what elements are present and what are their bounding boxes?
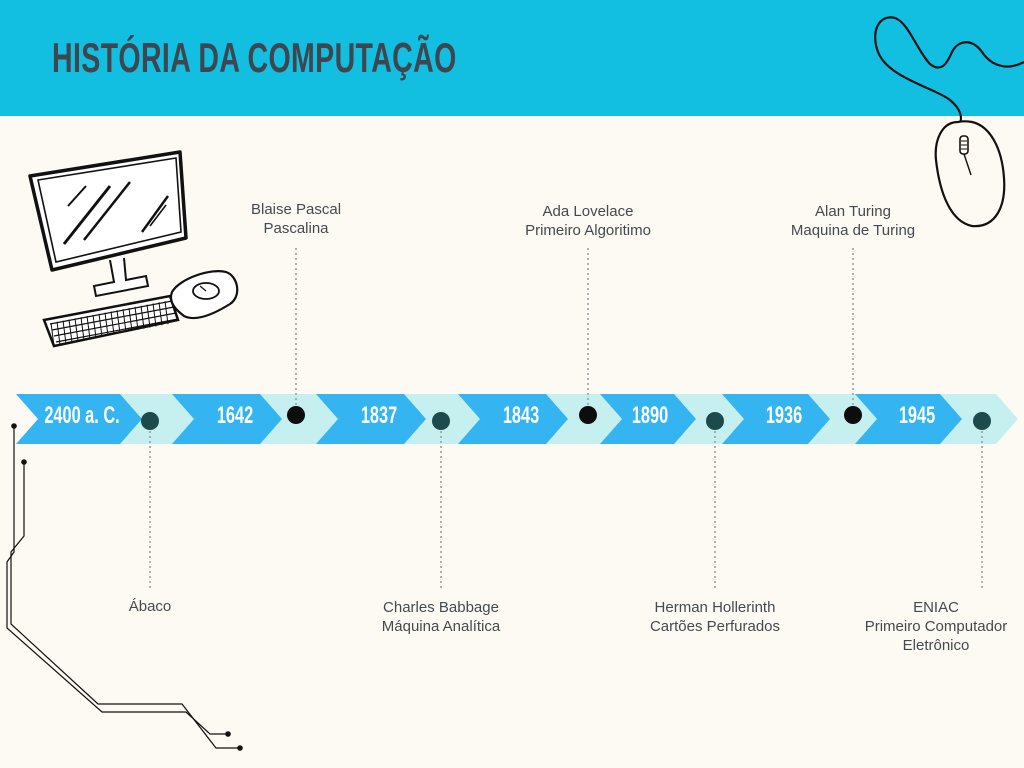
- timeline-event-line: Blaise Pascal: [250, 201, 342, 218]
- timeline-year: 1945: [898, 402, 936, 429]
- timeline-year: 1837: [360, 402, 398, 429]
- header-banner: [0, 0, 1024, 116]
- timeline-event-line: Primeiro Computador: [864, 618, 1008, 635]
- timeline-event-line: Máquina Analítica: [381, 618, 501, 635]
- timeline-arrow-segment: [172, 394, 282, 444]
- timeline-event-line: Alan Turing: [815, 203, 891, 220]
- timeline-year: 2400 a. C.: [44, 402, 120, 429]
- timeline-event-line: Eletrônico: [902, 637, 970, 654]
- timeline-event-line: Ábaco: [128, 598, 172, 615]
- timeline-arrow-segment: [722, 394, 830, 444]
- timeline-event-line: Herman Hollerinth: [654, 599, 776, 616]
- timeline-event-line: Charles Babbage: [383, 599, 499, 616]
- timeline-dot: [706, 412, 724, 430]
- timeline-dot: [579, 406, 597, 424]
- timeline-event-line: Cartões Perfurados: [649, 618, 781, 635]
- timeline-event-line: Ada Lovelace: [542, 203, 634, 220]
- timeline-year: 1843: [502, 402, 540, 429]
- timeline-arrow-segment: [316, 394, 426, 444]
- timeline-year: 1936: [765, 402, 803, 429]
- timeline-event-line: ENIAC: [913, 599, 959, 616]
- page-title: HISTÓRIA DA COMPUTAÇÃO: [52, 34, 457, 81]
- timeline-dot: [287, 406, 305, 424]
- timeline-event-line: Maquina de Turing: [790, 222, 916, 239]
- timeline-event-line: Primeiro Algoritimo: [525, 222, 651, 239]
- timeline-arrow-segment: [458, 394, 568, 444]
- timeline-year: 1642: [216, 402, 254, 429]
- timeline-dot: [432, 412, 450, 430]
- timeline-dot: [844, 406, 862, 424]
- timeline-event-line: Pascalina: [263, 220, 329, 237]
- timeline-year: 1890: [631, 402, 669, 429]
- timeline-event-label: Ábaco: [129, 597, 172, 616]
- timeline-arrow-segment: [16, 394, 142, 444]
- timeline-arrow-segment: [600, 394, 696, 444]
- timeline-dot: [973, 412, 991, 430]
- timeline-dot: [141, 412, 159, 430]
- timeline-arrow-segment: [855, 394, 962, 444]
